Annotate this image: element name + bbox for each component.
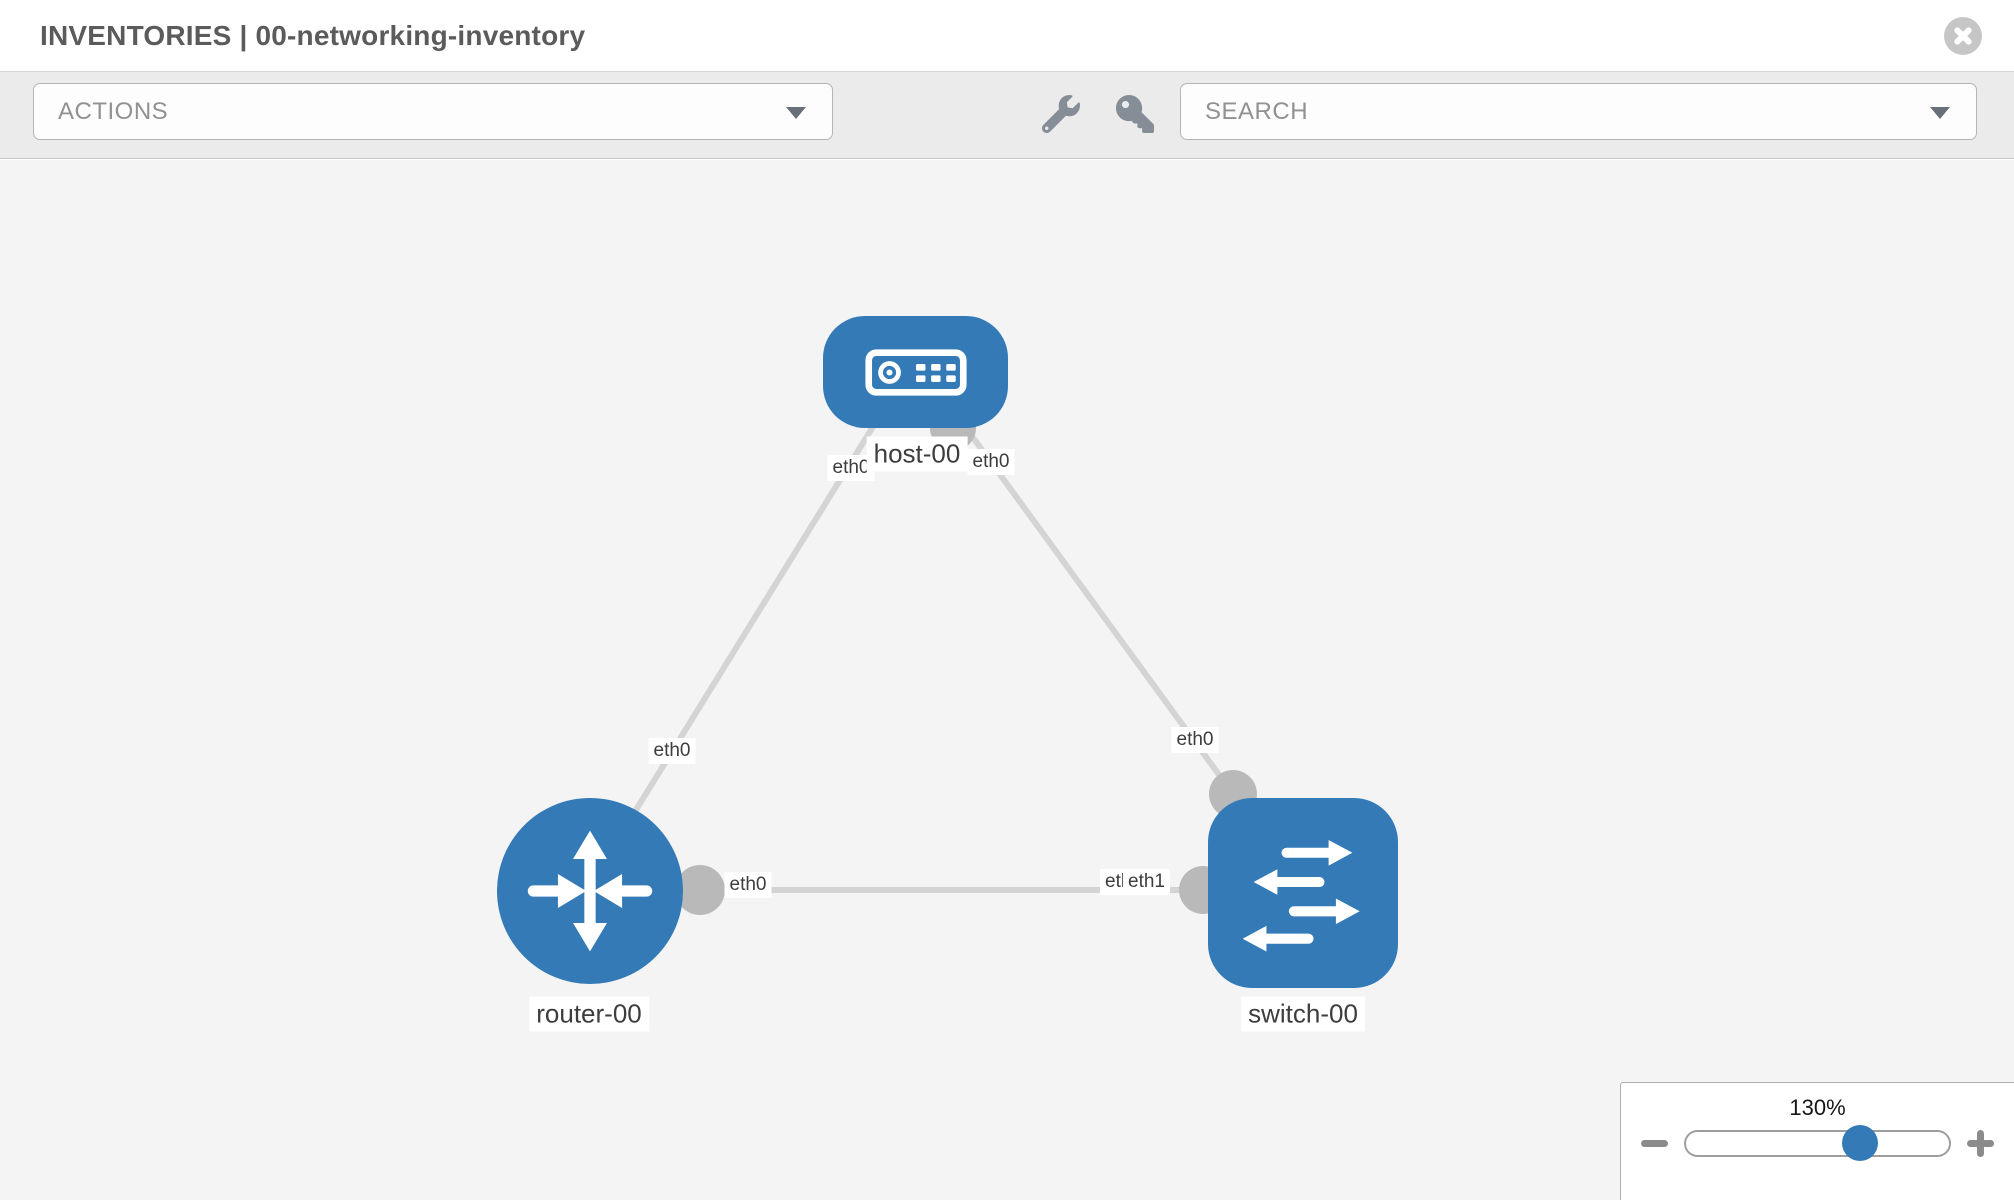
node-label-host-00: host-00 [866, 436, 968, 472]
configure-button[interactable] [1038, 92, 1084, 138]
interface-port-router [675, 865, 725, 915]
chevron-down-icon [1930, 106, 1950, 119]
switch-arrows-icon [1242, 839, 1360, 952]
node-label-switch-00: switch-00 [1241, 996, 1365, 1032]
interface-label: eth0 [1171, 727, 1219, 753]
minus-icon [1641, 1139, 1668, 1147]
topology-canvas[interactable]: eth0 eth0 eth0 eth0 eth0 eth0 eth1 host-… [0, 160, 2014, 1200]
zoom-panel: 130% [1620, 1082, 2014, 1200]
page-title: INVENTORIES | 00-networking-inventory [40, 19, 586, 51]
zoom-slider-thumb[interactable] [1841, 1125, 1878, 1161]
zoom-slider[interactable] [1684, 1125, 1951, 1161]
node-router-00[interactable] [497, 798, 683, 984]
key-icon [1116, 94, 1154, 133]
toolbar: ACTIONS SEARCH [0, 72, 2014, 159]
zoom-in-button[interactable] [1967, 1129, 1994, 1157]
chevron-down-icon [786, 106, 806, 119]
interface-label: eth0 [724, 872, 772, 898]
node-switch-00[interactable] [1208, 798, 1398, 988]
zoom-out-button[interactable] [1641, 1130, 1668, 1157]
server-icon [864, 348, 967, 396]
node-host-00[interactable] [823, 316, 1008, 428]
actions-dropdown[interactable]: ACTIONS [33, 83, 833, 140]
interface-label: eth0 [967, 449, 1015, 475]
links-layer [597, 381, 1260, 915]
interface-label: eth0 [648, 738, 696, 764]
search-dropdown[interactable]: SEARCH [1180, 83, 1977, 140]
close-button[interactable] [1944, 17, 1982, 55]
node-label-router-00: router-00 [529, 996, 649, 1032]
router-arrows-icon [527, 830, 653, 952]
credentials-button[interactable] [1112, 92, 1158, 138]
interface-label: eth1 [1123, 869, 1170, 895]
search-label: SEARCH [1205, 97, 1309, 125]
actions-label: ACTIONS [58, 97, 169, 125]
zoom-level: 130% [1789, 1095, 1846, 1120]
wrench-icon [1041, 94, 1080, 133]
interface-label-overlap: eth0 eth1 [1100, 869, 1190, 897]
header: INVENTORIES | 00-networking-inventory [0, 0, 2014, 72]
